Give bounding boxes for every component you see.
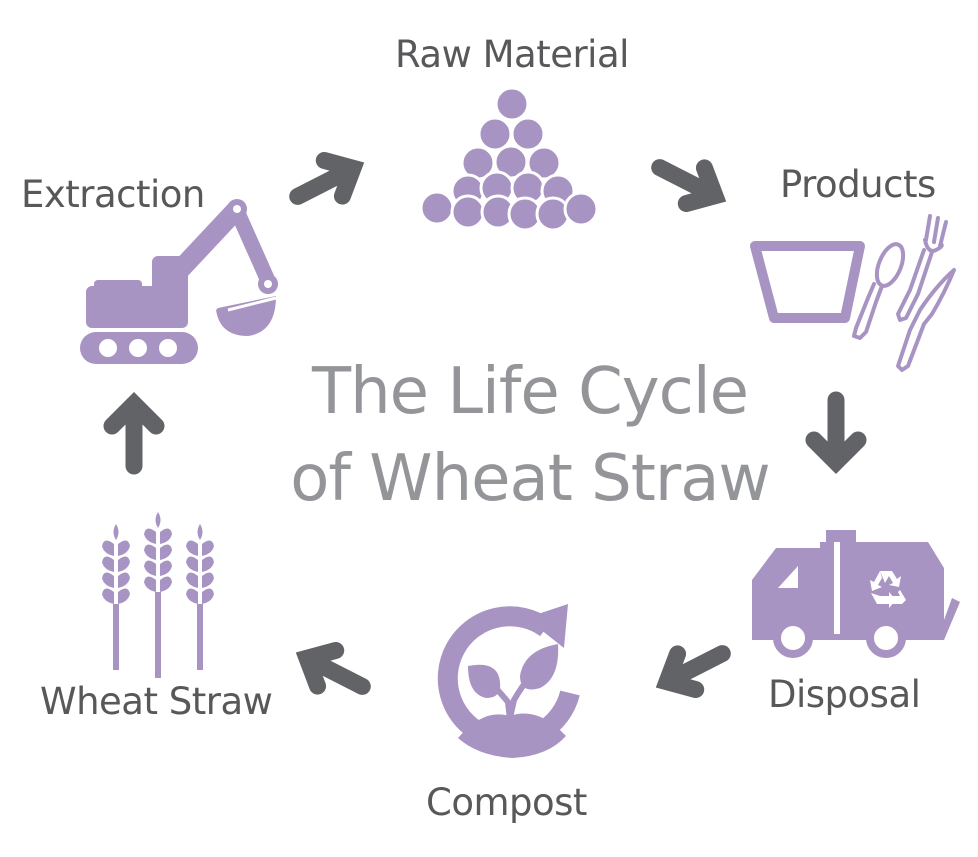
arrow-products-to-disposal-icon bbox=[805, 391, 867, 475]
compost-sprout-icon bbox=[437, 604, 580, 758]
stage-label-wheat-straw: Wheat Straw bbox=[40, 680, 273, 723]
wheat-icon bbox=[102, 512, 214, 678]
pile-of-balls-icon bbox=[419, 86, 599, 232]
recycling-truck-icon bbox=[752, 530, 960, 658]
stage-label-disposal: Disposal bbox=[768, 673, 921, 716]
stage-label-extraction: Extraction bbox=[21, 173, 205, 216]
arrow-extraction-to-raw-material-icon bbox=[289, 151, 365, 205]
stage-label-compost: Compost bbox=[426, 781, 587, 824]
bowl-and-cutlery-icon bbox=[750, 214, 956, 372]
excavator-icon bbox=[80, 199, 278, 364]
arrow-compost-to-wheat-straw-icon bbox=[295, 641, 371, 695]
stage-label-products: Products bbox=[780, 163, 936, 206]
arrow-raw-material-to-products-icon bbox=[651, 159, 727, 213]
arrow-disposal-to-compost-icon bbox=[655, 645, 731, 699]
arrow-wheat-straw-to-extraction-icon bbox=[103, 391, 165, 475]
stage-label-raw-material: Raw Material bbox=[395, 33, 629, 76]
diagram-title-line2: of Wheat Straw bbox=[290, 442, 771, 516]
diagram-title-line1: The Life Cycle bbox=[312, 355, 749, 429]
